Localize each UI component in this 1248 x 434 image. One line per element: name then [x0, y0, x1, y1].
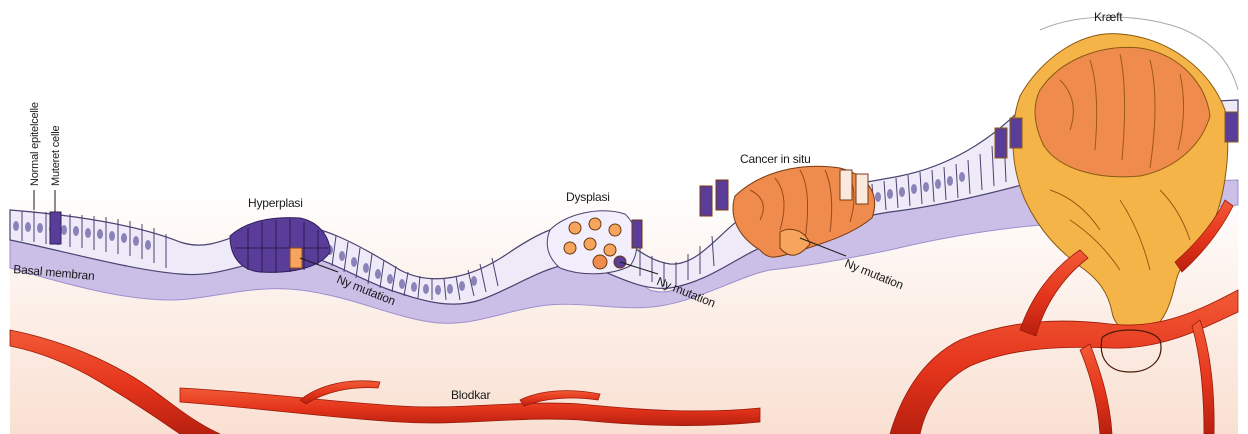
- hyperplasia-cluster: [230, 218, 330, 273]
- label-hyperplasia: Hyperplasi: [248, 196, 303, 210]
- label-dysplasia: Dysplasi: [566, 190, 610, 204]
- label-cancer-in-situ: Cancer in situ: [740, 152, 811, 166]
- mutated-cell: [50, 212, 61, 244]
- label-mutated-cell: Muteret celle: [50, 126, 62, 186]
- label-normal-cell: Normal epitelcelle: [29, 102, 41, 186]
- label-blood-vessel: Blodkar: [451, 388, 490, 402]
- label-cancer: Kræft: [1094, 10, 1122, 24]
